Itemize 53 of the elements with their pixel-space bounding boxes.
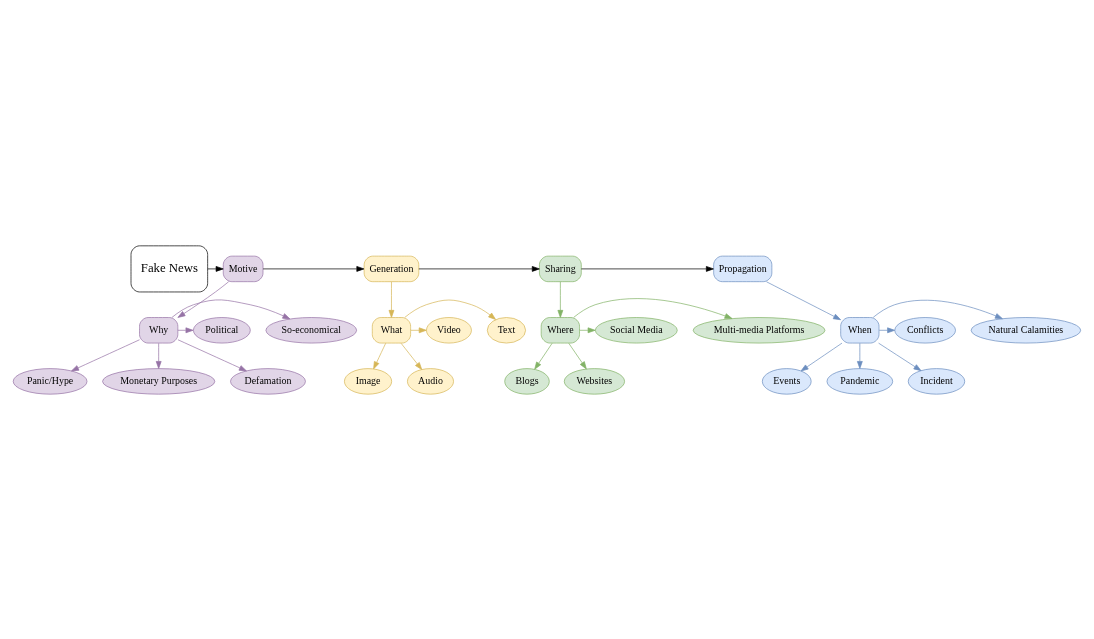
node-ellipse: Social Media xyxy=(595,316,678,343)
node-ellipse: Panic/Hype xyxy=(12,367,88,394)
node-box: Propagation xyxy=(713,255,773,282)
arrow xyxy=(71,338,140,371)
arrow xyxy=(878,342,922,371)
node-ellipse: Natural Calamities xyxy=(970,316,1082,343)
node-ellipse: Defamation xyxy=(230,367,306,394)
node-ellipse: Blogs xyxy=(504,367,550,394)
arrow xyxy=(177,326,194,333)
arrow xyxy=(418,265,540,272)
arrow xyxy=(568,342,587,369)
arrow xyxy=(878,326,895,333)
node-box: Why xyxy=(139,316,179,343)
node-ellipse: Political xyxy=(193,316,251,343)
node-ellipse: Monetary Purposes xyxy=(102,367,216,394)
node-box: Motive xyxy=(222,255,264,282)
node-ellipse: Video xyxy=(426,316,472,343)
arrow xyxy=(171,299,291,319)
arrow xyxy=(388,280,395,318)
arrow xyxy=(579,326,596,333)
arrow xyxy=(177,338,247,371)
node-ellipse: Incident xyxy=(907,367,966,394)
arrow xyxy=(400,342,423,370)
arrow xyxy=(872,299,1003,319)
arrow xyxy=(404,299,496,320)
arrow xyxy=(581,265,714,272)
node-box: Sharing xyxy=(539,255,582,282)
arrow xyxy=(857,342,863,369)
node-box: Generation xyxy=(363,255,420,282)
node-ellipse: Multi-media Platforms xyxy=(692,316,826,343)
arrow xyxy=(410,326,427,333)
node-box: What xyxy=(371,316,411,343)
arrow xyxy=(573,297,733,319)
node-box: When xyxy=(840,316,880,343)
node-ellipse: Pandemic xyxy=(826,367,894,394)
node-ellipse: Websites xyxy=(563,367,625,394)
node-ellipse: Image xyxy=(344,367,393,394)
node-ellipse: So-economical xyxy=(265,316,357,343)
arrow xyxy=(207,265,224,272)
arrow xyxy=(373,342,387,369)
arrow xyxy=(177,280,230,318)
node-box: Where xyxy=(540,316,580,343)
node-ellipse: Conflicts xyxy=(894,316,956,343)
arrow xyxy=(557,280,564,318)
node-ellipse: Events xyxy=(762,367,812,394)
arrow xyxy=(534,342,553,370)
arrow xyxy=(262,265,365,272)
node-box: Fake News xyxy=(130,245,208,292)
arrow xyxy=(766,280,841,320)
arrow xyxy=(155,342,162,369)
node-ellipse: Audio xyxy=(407,367,454,394)
node-ellipse: Text xyxy=(486,316,526,343)
arrow xyxy=(800,342,843,371)
